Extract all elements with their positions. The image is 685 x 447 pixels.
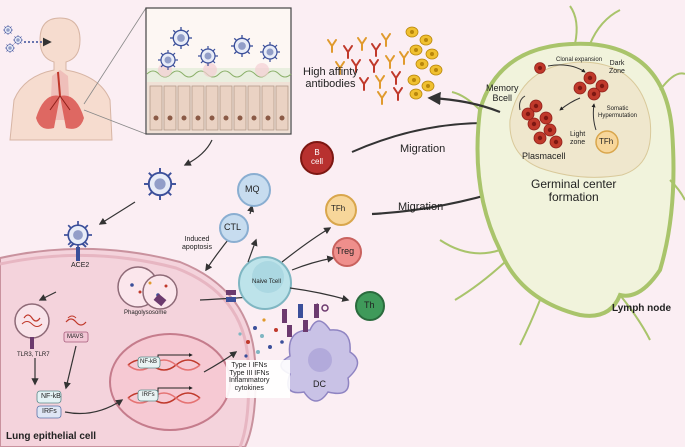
migration-arrow-top [351, 116, 493, 153]
label-high-affinity-antibodies: High affinty antibodies [303, 66, 358, 91]
alveoli-virus-2 [230, 34, 254, 58]
label-lymph-node: Lymph node [612, 303, 672, 314]
gc-cell-11 [549, 135, 563, 149]
irfs-left-box [36, 405, 62, 419]
nucleus [109, 333, 231, 431]
label-mq: MQ [245, 184, 260, 194]
gc-cell-1 [534, 62, 546, 74]
gc-cell-4 [587, 87, 601, 101]
gc-cell-2 [583, 71, 597, 85]
arrow-tcell-to-th [289, 287, 350, 302]
arrow-gc-to-antibodies [427, 91, 501, 114]
label-germinal-center: Germinal center formation [531, 177, 617, 205]
naive-tcell [238, 256, 292, 310]
label-plasmacell: Plasmacell [522, 151, 566, 161]
label-b-cell: B cell [311, 148, 324, 166]
label-tlr: TLR3, TLR7 [17, 352, 50, 358]
label-tfh: TFh [331, 204, 346, 213]
arrow-virus-to-ace2 [98, 201, 136, 225]
gc-tfh-cell [595, 130, 619, 154]
dc-receptors [287, 303, 329, 337]
irfs-nucleus-box [137, 389, 159, 402]
alveoli-virus-5 [157, 49, 179, 71]
zoom-line-2 [83, 109, 147, 135]
label-induced-apoptosis: Induced apoptosis [182, 236, 212, 251]
mavs-box [63, 331, 89, 343]
label-th: Th [364, 300, 375, 310]
gc-arrow-hypermutation [591, 103, 597, 131]
label-migration-top: Migration [400, 143, 446, 155]
label-phagolysosome: Phagolysosome [124, 310, 167, 316]
alveoli-virus-1 [169, 26, 193, 50]
virus-floating [143, 167, 177, 201]
label-migration-bottom: Migration [398, 201, 444, 213]
tfh-cell [325, 194, 357, 226]
gc-arrow-clonal [547, 64, 586, 73]
gc-cell-10 [533, 131, 547, 145]
label-somatic-hypermutation: Somatic Hypermutation [598, 106, 638, 119]
label-nfkb-left: NF-kB [41, 393, 61, 400]
gc-cell-12 [521, 107, 535, 121]
phagolysosome [117, 266, 178, 310]
label-light-zone: Light zone [570, 131, 586, 146]
label-irfs-left: IRFs [42, 408, 57, 415]
arrow-mavs-down [63, 345, 77, 390]
dendritic-cell [280, 320, 359, 402]
arrow-alveoli-to-virus [183, 139, 213, 166]
lymph-node [439, 5, 685, 346]
label-memory-bcell: Memory Bcell [486, 83, 519, 103]
mavs-rna [65, 315, 87, 326]
label-ace2: ACE2 [71, 262, 90, 269]
nfkb-nucleus-box [137, 356, 161, 369]
arrow-nucleus-to-cytokines [203, 351, 238, 373]
arrow-tcell-to-ctl [247, 238, 258, 263]
yellow-bcell-cluster [405, 26, 443, 100]
alveoli-box [145, 7, 292, 135]
zoom-line-1 [83, 7, 147, 105]
label-dc: DC [313, 379, 326, 389]
label-dark-zone: Dark Zone [609, 60, 625, 75]
label-mavs: MAVS [67, 334, 84, 340]
gc-cell-5 [573, 81, 587, 95]
treg-cell [332, 237, 362, 267]
label-naive-tcell: Naive Tcell [252, 279, 281, 285]
alveoli-virus-4 [259, 41, 281, 63]
gc-cell-7 [539, 111, 553, 125]
label-lung-epithelial-cell: Lung epithelial cell [6, 431, 97, 442]
ctl-cell [219, 213, 249, 243]
inhaled-viruses [2, 24, 24, 54]
ifn-text-bg [226, 360, 290, 398]
arrow-ctl-to-mq [247, 204, 255, 215]
label-ifn-list: Type I IFNs Type III IFNs Inflammatory c… [229, 362, 270, 393]
alveoli-virus-3 [197, 45, 219, 67]
endosome [14, 303, 50, 349]
arrow-irfs-to-nucleus [64, 399, 124, 415]
nfkb-left-box [36, 390, 62, 404]
human-figure [9, 17, 113, 141]
arrow-tcell-to-tfh [281, 227, 332, 263]
arrow-tcell-to-treg [291, 255, 335, 271]
virus-ace2 [63, 220, 93, 250]
label-nfkb-nucleus: NF-kB [140, 359, 157, 365]
gc-cell-9 [543, 123, 557, 137]
arrow-to-endosome [38, 291, 57, 301]
label-treg: Treg [336, 246, 355, 256]
label-clonal-expansion: Clonal expansion [556, 57, 603, 63]
cytokine-dots [238, 318, 284, 358]
th-cell [355, 291, 385, 321]
gc-arrow-to-center [559, 97, 581, 111]
label-tfh-gc: TFh [599, 137, 614, 146]
mq-cell [237, 173, 271, 207]
label-ctl: CTL [224, 222, 242, 232]
gc-arrow-memory [519, 95, 526, 111]
label-irfs-nucleus: IRFs [142, 392, 155, 398]
b-cell [300, 141, 334, 175]
